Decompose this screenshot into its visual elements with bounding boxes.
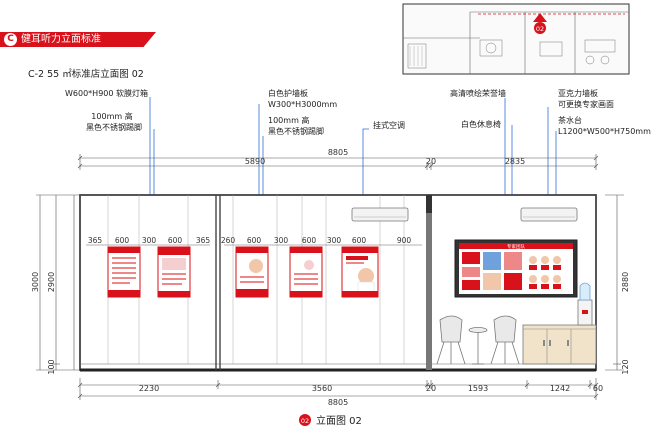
label-honor: 高清喷绘荣誉墙 xyxy=(450,88,506,98)
label-ac: 挂式空调 xyxy=(373,120,405,130)
dim-row-mid-6: 600 xyxy=(352,236,367,245)
footer-label: 立面图 02 xyxy=(316,414,362,427)
drawing-title: C-2 55 ㎡标准店立面图 02 xyxy=(28,69,144,80)
dim-bottom-seg-4: 1593 xyxy=(468,384,488,393)
dim-bottom-total: 8805 xyxy=(328,398,348,407)
dim-top-seg-3: 2835 xyxy=(505,157,525,166)
dim-bottom-seg-2: 3560 xyxy=(312,384,332,393)
label-panel-1: 白色护墙板 xyxy=(268,88,308,98)
top-dimensions xyxy=(77,154,599,170)
bottom-dimensions xyxy=(77,378,599,400)
label-rail-b-2: 黑色不锈钢踢脚 xyxy=(268,126,324,136)
label-softbox: W600*H900 软膜灯箱 xyxy=(65,88,148,98)
section-title: 健耳听力立面标准 xyxy=(21,34,101,45)
dim-row-left-4: 600 xyxy=(168,236,183,245)
poster-2 xyxy=(157,246,191,298)
footer-marker: 02 xyxy=(301,417,309,425)
poster-4 xyxy=(289,246,323,298)
label-tea-1: 茶水台 xyxy=(558,115,582,125)
dim-right-2: 120 xyxy=(621,359,630,374)
poster-3 xyxy=(235,246,269,298)
dim-top-total: 8805 xyxy=(328,148,348,157)
elevation-marker: 02 立面图 02 xyxy=(299,414,362,427)
dim-top-seg-2: 20 xyxy=(426,157,436,166)
dim-row-mid-1: 260 xyxy=(221,236,236,245)
keyplan-marker: 02 xyxy=(536,25,544,33)
label-rail-a-2: 黑色不锈钢踢脚 xyxy=(86,122,142,132)
chair-right-icon xyxy=(490,315,520,365)
dim-bottom-seg-1: 2230 xyxy=(139,384,159,393)
water-dispenser-icon xyxy=(577,282,593,326)
poster-5 xyxy=(341,246,379,298)
dim-row-left-5: 365 xyxy=(196,236,211,245)
dim-row-left-3: 300 xyxy=(142,236,157,245)
honor-wall-header: 专家团队 xyxy=(507,243,525,250)
dim-left-inner-2: 100 xyxy=(47,359,56,374)
honor-wall: 专家团队 xyxy=(454,239,578,298)
dim-row-mid-2: 600 xyxy=(247,236,262,245)
dim-row-left-2: 600 xyxy=(115,236,130,245)
section-letter: C xyxy=(4,33,17,46)
dim-bottom-seg-3: 20 xyxy=(426,384,436,393)
label-acrylic-1: 亚克力墙板 xyxy=(558,88,598,98)
dim-row-left-1: 365 xyxy=(88,236,103,245)
chair-left-icon xyxy=(436,315,466,365)
key-plan: 02 xyxy=(402,3,630,75)
side-dimensions xyxy=(36,194,624,371)
label-tea-2: L1200*W500*H750mm xyxy=(558,127,651,136)
air-conditioner-icon xyxy=(351,207,409,222)
dim-top-seg-1: 5890 xyxy=(245,157,265,166)
dim-left-outer: 3000 xyxy=(31,272,40,292)
label-panel-2: W300*H3000mm xyxy=(268,100,337,109)
section-header: C 健耳听力立面标准 xyxy=(0,32,156,47)
air-conditioner-icon xyxy=(520,207,578,222)
dim-bottom-seg-5: 1242 xyxy=(550,384,570,393)
label-rail-b-1: 100mm 高 xyxy=(268,115,309,125)
dim-bottom-seg-6: 60 xyxy=(593,384,603,393)
tea-cabinet xyxy=(522,324,597,365)
dim-row-mid-7: 900 xyxy=(397,236,412,245)
dim-left-inner-1: 2900 xyxy=(47,272,56,292)
dim-row-mid-4: 600 xyxy=(302,236,317,245)
poster-lightboxes xyxy=(107,246,379,298)
dim-row-mid-5: 300 xyxy=(327,236,342,245)
dim-row-mid-3: 300 xyxy=(274,236,289,245)
side-table-icon xyxy=(468,327,488,365)
poster-1 xyxy=(107,246,141,298)
dim-right-1: 2880 xyxy=(621,272,630,292)
label-rail-a-1: 100mm 高 xyxy=(91,111,132,121)
label-acrylic-2: 可更换专家画面 xyxy=(558,99,614,109)
label-chair: 白色休息椅 xyxy=(461,119,501,129)
